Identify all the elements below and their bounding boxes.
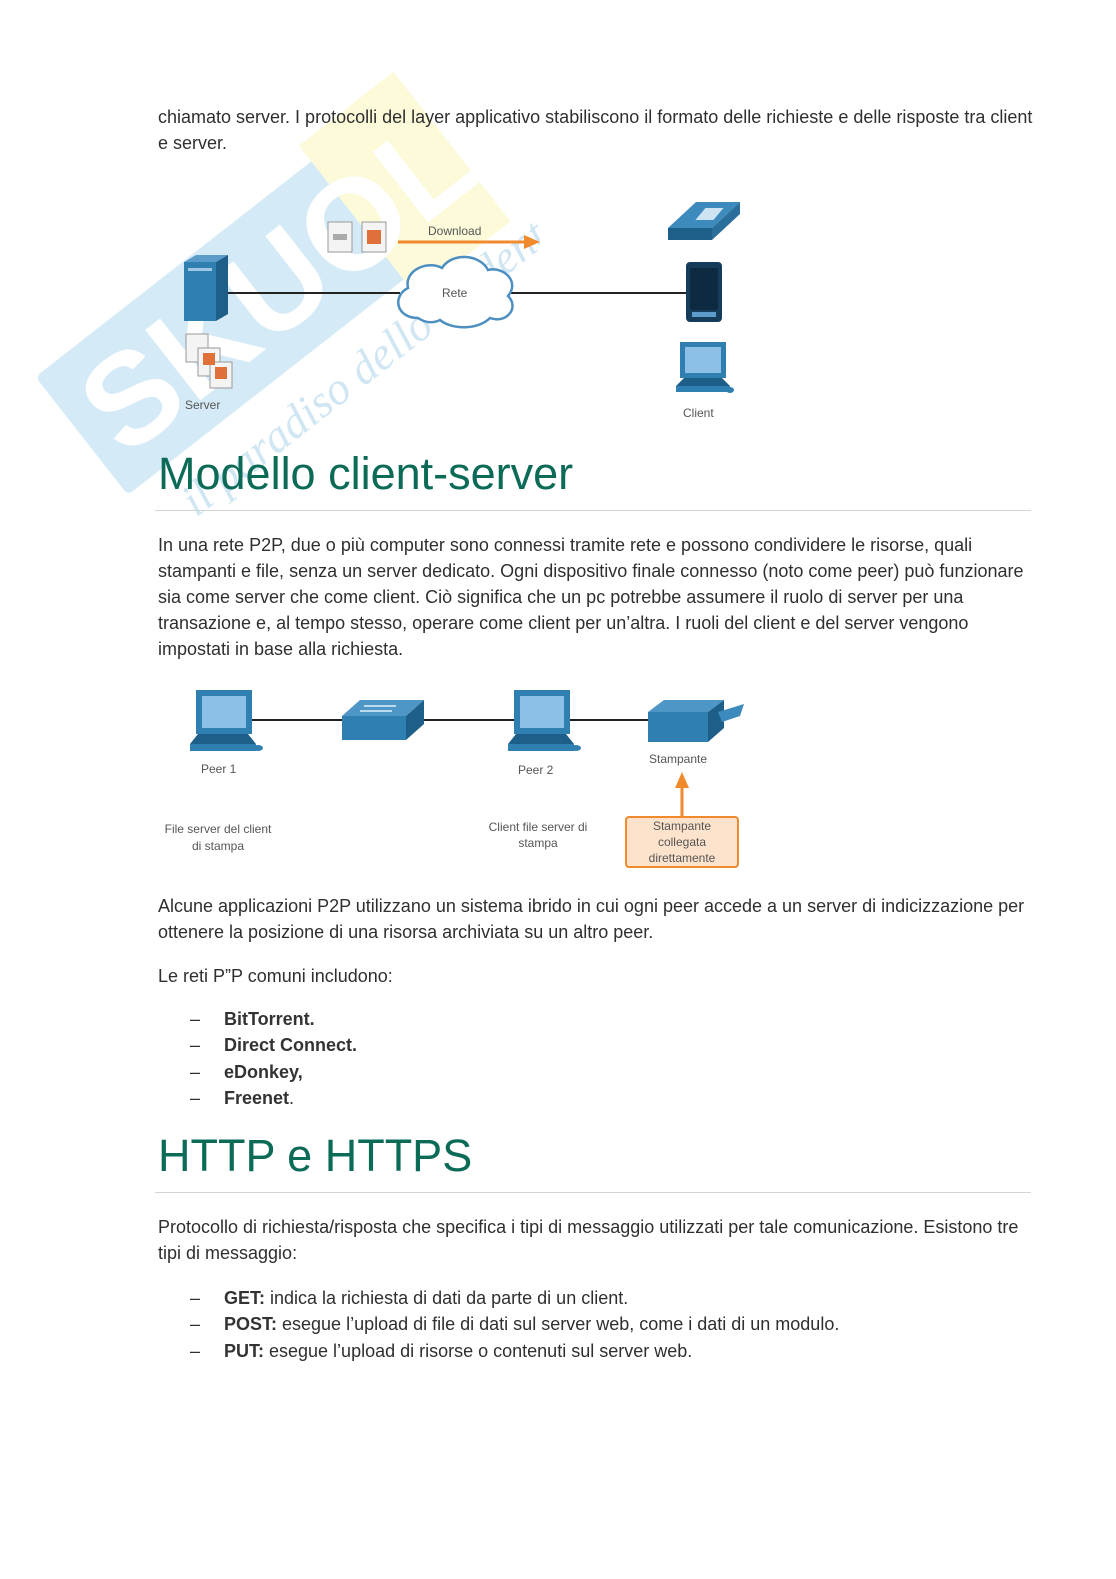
hybrid-p2p-paragraph: Alcune applicazioni P2P utilizzano un si… bbox=[158, 896, 1025, 942]
ip-phone-icon bbox=[668, 202, 740, 240]
http-methods-list: GET: indica la richiesta di dati da part… bbox=[190, 1285, 839, 1365]
list-item: GET: indica la richiesta di dati da part… bbox=[190, 1285, 839, 1312]
p2p-paragraph: In una rete P2P, due o più computer sono… bbox=[158, 535, 1024, 659]
list-item: eDonkey, bbox=[190, 1059, 357, 1086]
p2p-diagram: Peer 1 Peer 2 Stampante bbox=[165, 690, 744, 868]
printer-arrow bbox=[675, 772, 689, 816]
network-cloud-icon bbox=[397, 255, 514, 329]
peer1-desc-line1: File server del client bbox=[165, 822, 272, 836]
callout-line1: Stampante bbox=[653, 819, 711, 833]
client-server-diagram: Download Rete Server Client bbox=[184, 202, 740, 420]
printer-icon bbox=[648, 700, 744, 742]
callout-line3: direttamente bbox=[649, 851, 716, 865]
section-title-http: HTTP e HTTPS bbox=[158, 1130, 473, 1181]
network-label: Rete bbox=[442, 286, 468, 300]
peer2-desc-line1: Client file server di bbox=[489, 820, 588, 834]
p2p-networks-intro: Le reti P”P comuni includono: bbox=[158, 966, 393, 986]
section-title-client-server: Modello client-server bbox=[158, 448, 574, 499]
printer-label: Stampante bbox=[649, 752, 707, 766]
network-switch-icon bbox=[342, 700, 424, 740]
peer2-computer-icon bbox=[508, 690, 581, 751]
download-files-icon bbox=[327, 221, 387, 253]
http-paragraph: Protocollo di richiesta/risposta che spe… bbox=[158, 1217, 1019, 1263]
peer1-label: Peer 1 bbox=[201, 762, 237, 776]
section-divider bbox=[155, 1192, 1031, 1193]
peer2-label: Peer 2 bbox=[518, 763, 554, 777]
peer2-desc-line2: stampa bbox=[518, 836, 558, 850]
section-divider bbox=[155, 510, 1031, 511]
peer1-computer-icon bbox=[190, 690, 263, 751]
peer1-desc-line2: di stampa bbox=[192, 839, 244, 853]
list-item: Freenet. bbox=[190, 1085, 357, 1112]
download-label: Download bbox=[428, 224, 481, 238]
download-arrow bbox=[398, 235, 540, 249]
intro-paragraph: chiamato server. I protocolli del layer … bbox=[158, 107, 1033, 153]
smartphone-icon bbox=[686, 262, 722, 322]
p2p-networks-list: BitTorrent. Direct Connect. eDonkey, Fre… bbox=[190, 1006, 357, 1112]
list-item: POST: esegue l’upload di file di dati su… bbox=[190, 1311, 839, 1338]
list-item: PUT: esegue l’upload di risorse o conten… bbox=[190, 1338, 839, 1365]
client-computer-icon bbox=[676, 342, 734, 393]
callout-line2: collegata bbox=[658, 835, 706, 849]
list-item: BitTorrent. bbox=[190, 1006, 357, 1033]
list-item: Direct Connect. bbox=[190, 1032, 357, 1059]
printer-callout-box bbox=[625, 816, 739, 868]
server-documents-icon bbox=[185, 333, 233, 389]
server-icon bbox=[184, 255, 228, 321]
server-label: Server bbox=[185, 398, 220, 412]
client-label: Client bbox=[683, 406, 714, 420]
